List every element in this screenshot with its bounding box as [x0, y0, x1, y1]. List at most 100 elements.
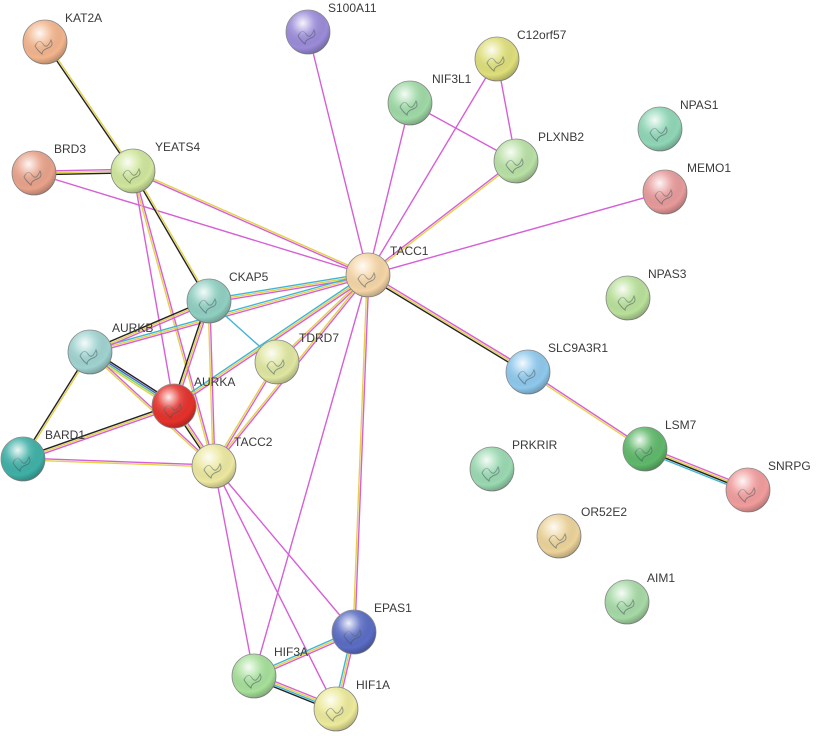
edge-evidence-line	[213, 465, 355, 633]
node-s100a11[interactable]: S100A11	[285, 1, 377, 55]
node-bard1[interactable]: BARD1	[0, 428, 85, 482]
edge-evidence-line	[209, 300, 216, 467]
edge-yeats4-ckap5[interactable]	[131, 169, 211, 303]
node-label: TDRD7	[299, 331, 339, 345]
edge-evidence-line	[367, 191, 666, 276]
node-c12orf57[interactable]: C12orf57	[474, 28, 567, 82]
node-ckap5[interactable]: CKAP5	[186, 270, 269, 324]
node-highlight	[111, 149, 155, 193]
node-highlight	[12, 151, 56, 195]
edge-yeats4-aurka[interactable]	[132, 170, 175, 407]
node-highlight	[192, 444, 236, 488]
edge-evidence-line	[21, 403, 175, 459]
node-npas1[interactable]: NPAS1	[637, 98, 719, 152]
edge-bard1-tacc2[interactable]	[22, 457, 215, 468]
edge-memo1-tacc1[interactable]	[367, 191, 666, 276]
edge-evidence-line	[352, 274, 368, 633]
node-highlight	[23, 20, 67, 64]
edge-aurka-bard1[interactable]	[21, 403, 176, 462]
edge-evidence-line	[89, 276, 370, 355]
edge-tacc2-epas1[interactable]	[213, 465, 355, 633]
node-highlight	[606, 276, 650, 320]
node-label: BRD3	[54, 142, 86, 156]
node-highlight	[726, 468, 770, 512]
node-aurka[interactable]: AURKA	[151, 375, 235, 429]
edge-evidence-line	[367, 58, 498, 276]
edge-kat2a-yeats4[interactable]	[43, 40, 135, 173]
edge-evidence-line	[307, 31, 369, 276]
edge-brd3-tacc1[interactable]	[33, 172, 369, 276]
edge-evidence-line	[207, 300, 214, 467]
node-memo1[interactable]: MEMO1	[642, 161, 731, 215]
node-highlight	[638, 107, 682, 151]
node-label: AURKA	[194, 375, 235, 389]
node-epas1[interactable]: EPAS1	[331, 601, 412, 655]
edge-evidence-line	[213, 465, 337, 710]
node-highlight	[605, 580, 649, 624]
edge-evidence-line	[527, 370, 647, 449]
edge-yeats4-tacc1[interactable]	[131, 169, 370, 277]
node-highlight	[152, 384, 196, 428]
node-highlight	[506, 350, 550, 394]
edge-evidence-line	[132, 169, 370, 275]
node-label: AIM1	[647, 571, 675, 585]
node-yeats4[interactable]: YEATS4	[110, 140, 200, 194]
node-label: EPAS1	[374, 601, 412, 615]
node-tdrd7[interactable]: TDRD7	[254, 331, 339, 385]
edge-slc9a3r1-lsm7[interactable]	[526, 370, 647, 451]
node-label: YEATS4	[155, 140, 200, 154]
edge-evidence-line	[368, 272, 530, 372]
node-slc9a3r1[interactable]: SLC9A3R1	[505, 341, 608, 395]
edge-tacc2-hif3a[interactable]	[213, 465, 255, 677]
node-label: SNRPG	[768, 459, 811, 473]
node-snrpg[interactable]: SNRPG	[725, 459, 811, 513]
node-or52e2[interactable]: OR52E2	[536, 505, 627, 559]
edge-ckap5-tacc2[interactable]	[207, 300, 216, 467]
node-aim1[interactable]: AIM1	[604, 571, 675, 625]
node-tacc2[interactable]: TACC2	[191, 435, 273, 489]
node-lsm7[interactable]: LSM7	[622, 418, 697, 472]
edge-evidence-line	[366, 159, 517, 275]
node-npas3[interactable]: NPAS3	[605, 267, 687, 321]
edge-c12orf57-tacc1[interactable]	[367, 58, 498, 276]
node-label: SLC9A3R1	[548, 341, 608, 355]
node-label: BARD1	[45, 428, 85, 442]
node-highlight	[255, 340, 299, 384]
edge-evidence-line	[43, 41, 133, 173]
node-highlight	[494, 139, 538, 183]
edge-tacc1-slc9a3r1[interactable]	[366, 272, 530, 375]
node-plxnb2[interactable]: PLXNB2	[493, 130, 584, 184]
edge-evidence-line	[213, 465, 255, 677]
edge-tacc2-hif1a[interactable]	[213, 465, 337, 710]
node-brd3[interactable]: BRD3	[11, 142, 86, 196]
node-highlight	[470, 447, 514, 491]
edge-evidence-line	[89, 274, 369, 353]
node-highlight	[475, 37, 519, 81]
edge-tacc1-hif3a[interactable]	[253, 274, 369, 677]
node-hif1a[interactable]: HIF1A	[313, 678, 390, 732]
node-label: PRKRIR	[512, 438, 558, 452]
edge-evidence-line	[208, 272, 369, 300]
node-tacc1[interactable]: TACC1	[345, 244, 429, 298]
node-aurkb[interactable]: AURKB	[67, 321, 153, 375]
edge-s100a11-tacc1[interactable]	[307, 31, 369, 276]
node-highlight	[346, 253, 390, 297]
edge-evidence-line	[22, 405, 175, 460]
edge-evidence-line	[22, 457, 215, 466]
node-nif3l1[interactable]: NIF3L1	[387, 72, 472, 126]
node-hif3a[interactable]: HIF3A	[231, 645, 308, 699]
node-label: KAT2A	[65, 11, 102, 25]
edge-evidence-line	[526, 372, 646, 451]
node-kat2a[interactable]: KAT2A	[22, 11, 102, 65]
edge-evidence-line	[172, 272, 368, 406]
node-highlight	[232, 654, 276, 698]
edge-evidence-line	[45, 40, 135, 172]
edge-nif3l1-tacc1[interactable]	[367, 102, 411, 276]
node-highlight	[286, 10, 330, 54]
node-prkrir[interactable]: PRKRIR	[469, 438, 558, 492]
node-label: OR52E2	[581, 505, 627, 519]
edge-tacc1-epas1[interactable]	[352, 274, 370, 633]
edge-plxnb2-tacc1[interactable]	[366, 159, 518, 277]
node-label: NPAS1	[680, 98, 719, 112]
